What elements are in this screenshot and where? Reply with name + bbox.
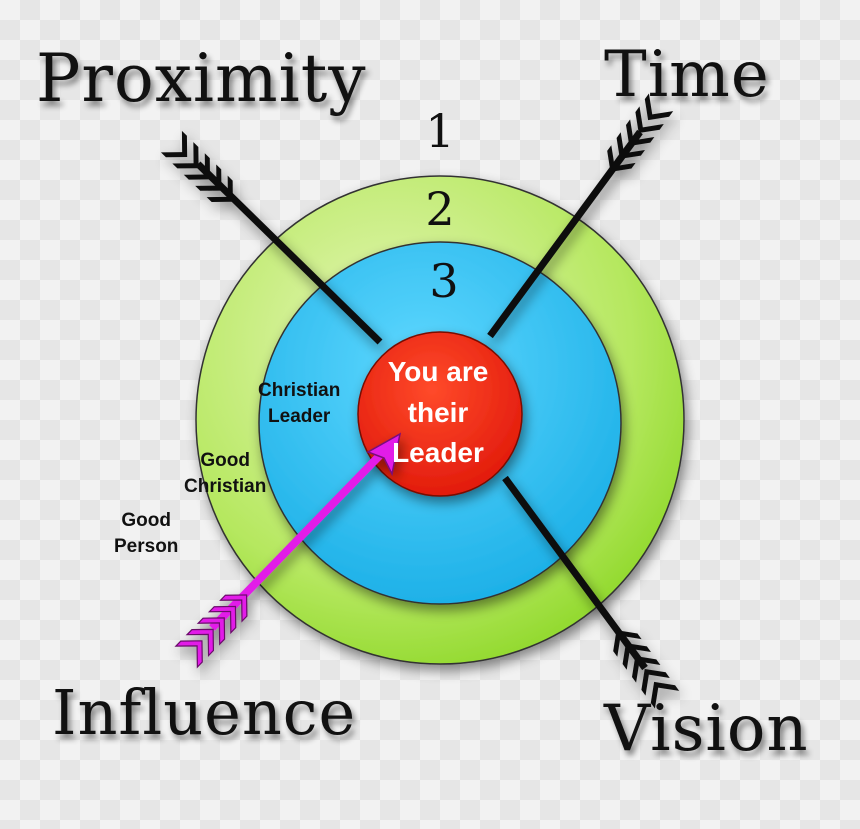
bullseye — [357, 331, 523, 497]
ring-number-1: 1 — [425, 104, 455, 158]
proximity-label: Proximity — [36, 40, 367, 117]
influence-arrow — [175, 432, 402, 668]
influence-label: Influence — [52, 676, 357, 749]
good-christian-label: Good Christian — [184, 450, 267, 497]
ring-number-2: 2 — [425, 182, 455, 236]
ring-number-3: 3 — [429, 254, 459, 308]
christian-leader-label: Christian Leader — [258, 380, 341, 427]
center-label: You are their Leader — [387, 356, 489, 469]
time-arrow — [487, 93, 674, 339]
time-label: Time — [604, 38, 770, 112]
vision-arrow — [502, 475, 680, 709]
vision-label: Vision — [604, 692, 809, 766]
good-person-label: Good Person — [114, 510, 179, 557]
proximity-arrow — [160, 130, 383, 345]
